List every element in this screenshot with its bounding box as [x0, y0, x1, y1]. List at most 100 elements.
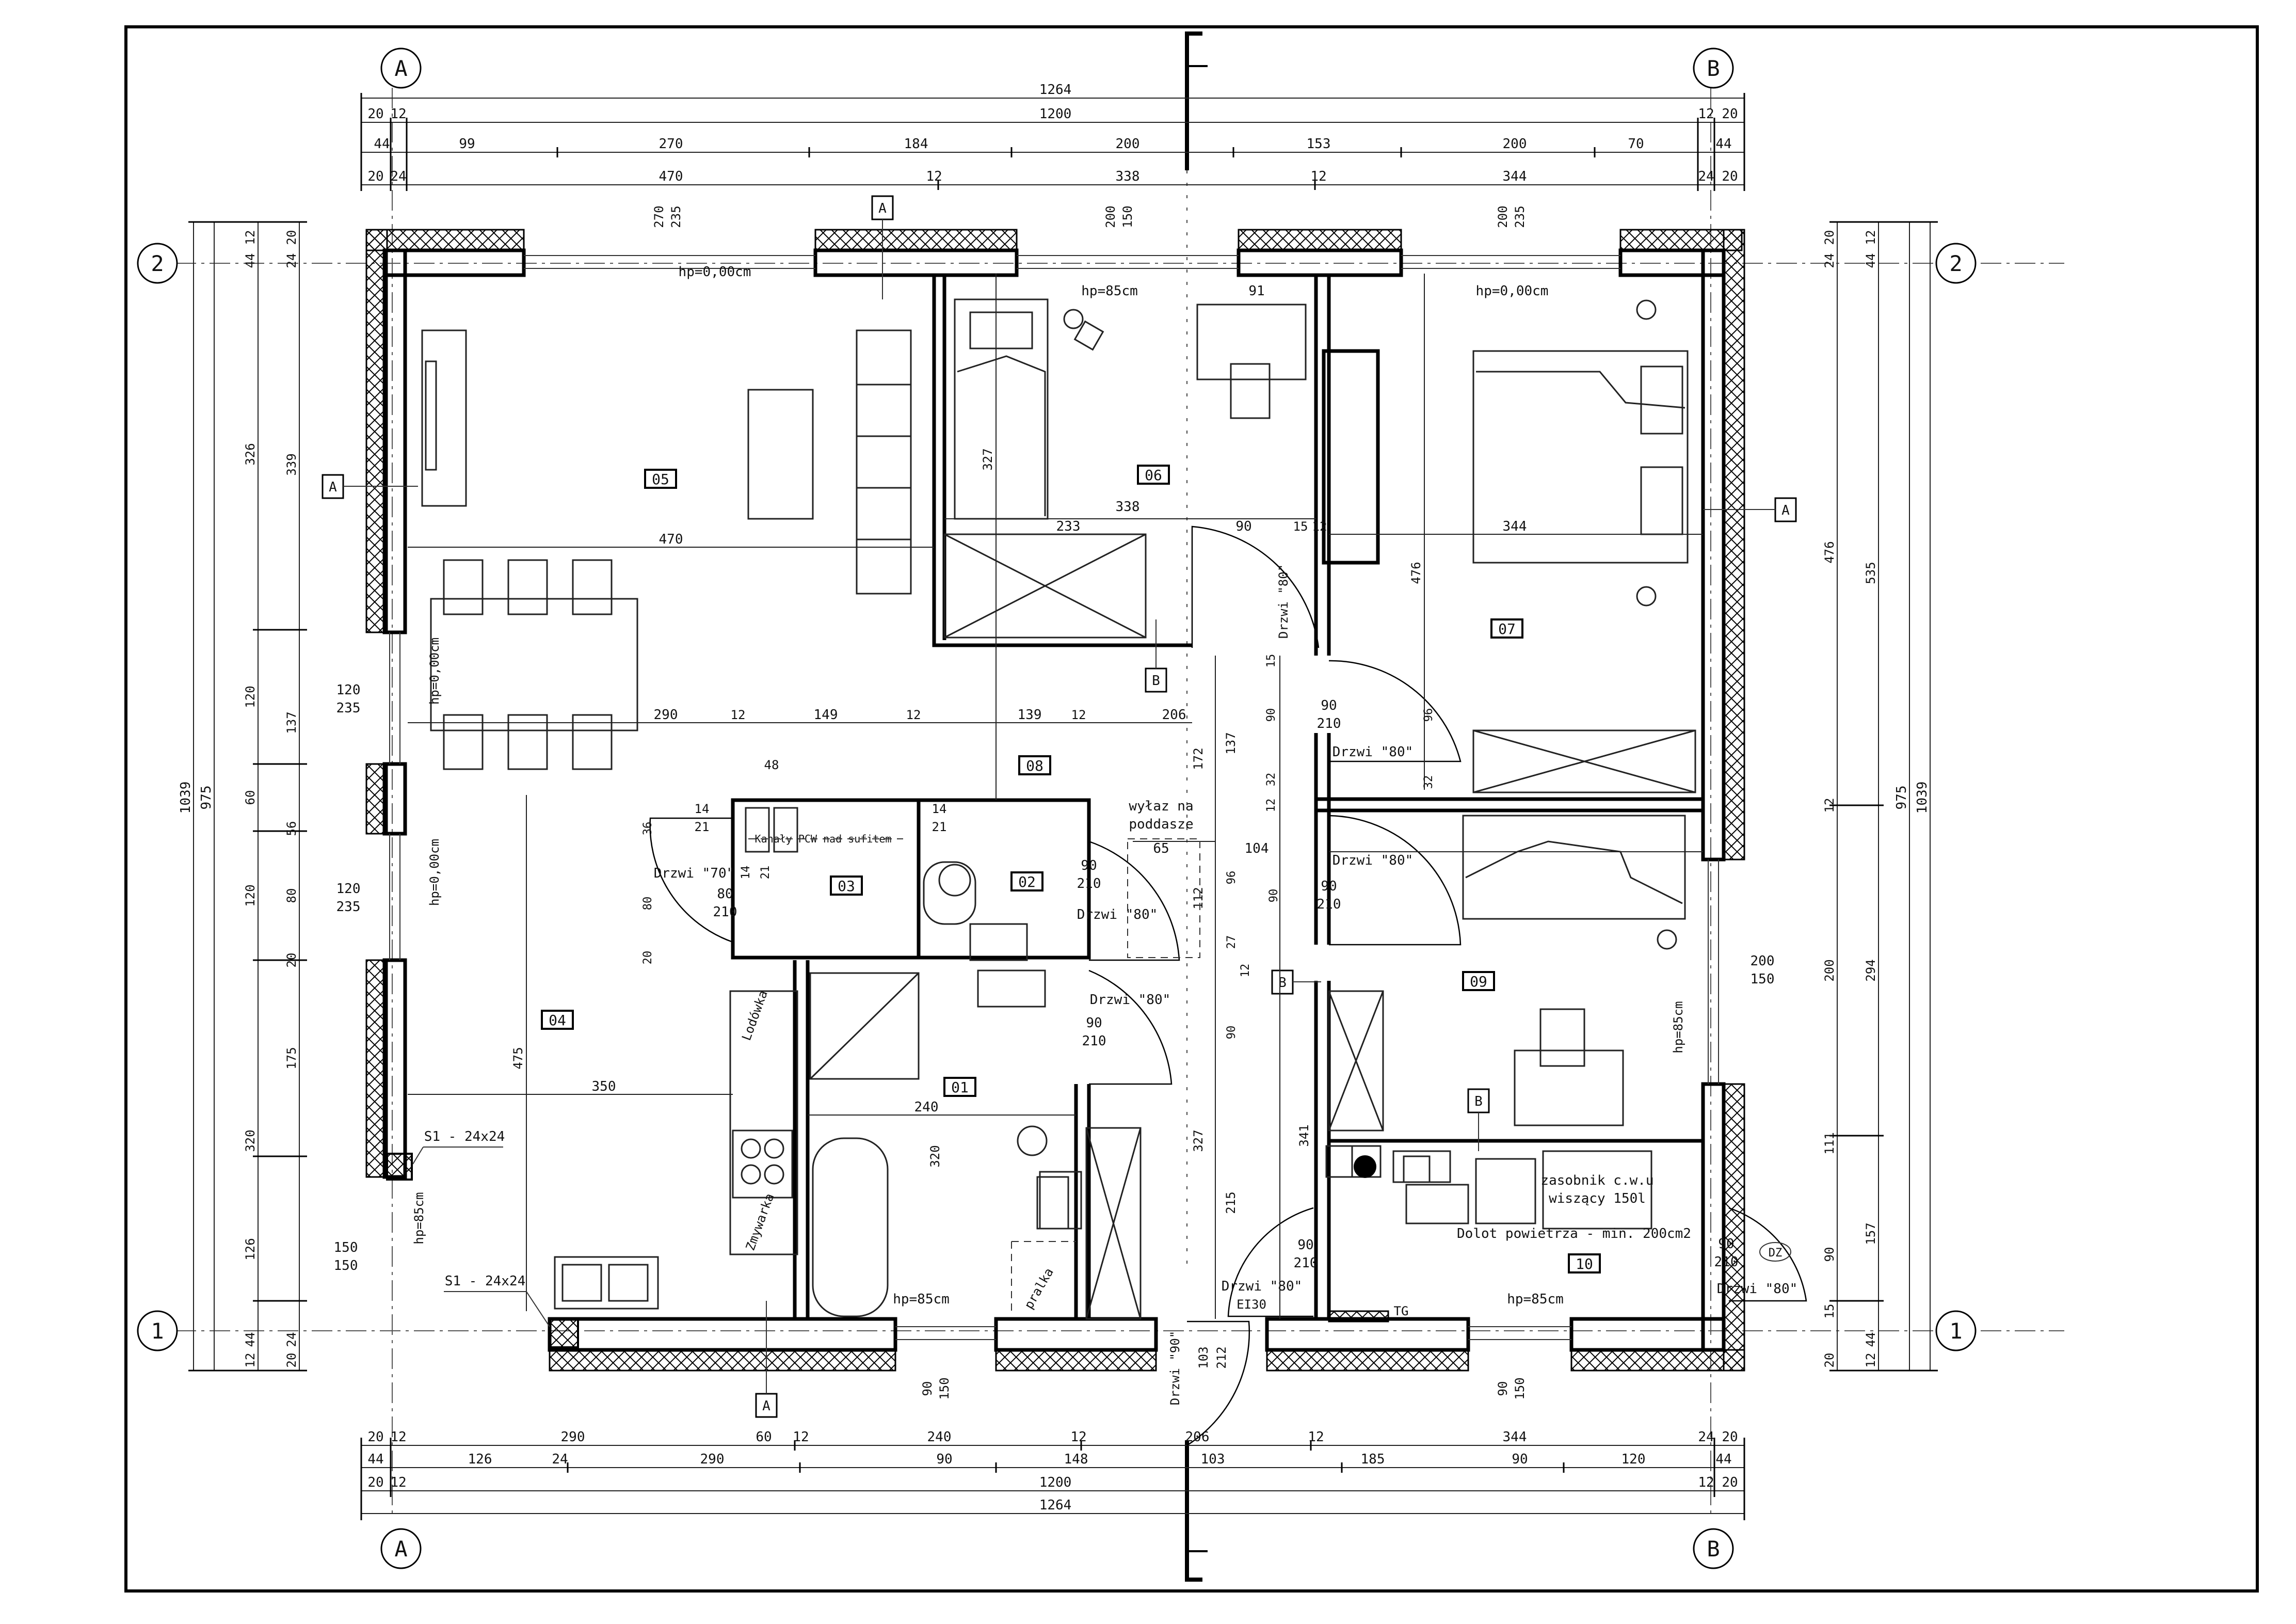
- dim-text: 90: [1512, 1452, 1528, 1467]
- dim-text: 24: [552, 1452, 568, 1467]
- dim-text: 20: [1822, 230, 1837, 245]
- dim-text: 80: [284, 888, 299, 903]
- interior-walls: [731, 274, 1703, 1319]
- section-letter: A: [1781, 503, 1790, 518]
- axis-label: 2: [151, 251, 164, 276]
- section-letter: A: [762, 1398, 770, 1414]
- dim-text: 320: [243, 1129, 258, 1152]
- section-tag-b: B: [1467, 1088, 1490, 1113]
- door-label: Drzwi "80": [1332, 744, 1414, 760]
- room-tag: 05: [644, 469, 677, 489]
- dim-text: 344: [1503, 519, 1527, 534]
- room-tag: 09: [1462, 971, 1495, 991]
- door-label: Drzwi "80": [1717, 1281, 1798, 1297]
- dim-text: 184: [904, 136, 928, 152]
- dim-text: 149: [814, 707, 838, 723]
- dim-text: 24: [1698, 1429, 1714, 1445]
- dim-text: 185: [1361, 1452, 1385, 1467]
- dim-text: 91: [1248, 283, 1264, 299]
- dim-text: 290: [700, 1452, 725, 1467]
- axis-label: A: [394, 56, 407, 81]
- window-height: 150: [937, 1377, 952, 1399]
- door-swings: [649, 526, 1807, 1446]
- dim-text: 20: [367, 169, 383, 184]
- dim-text: 12: [1312, 519, 1327, 534]
- door-width: 90: [1321, 698, 1337, 713]
- dim-text: 233: [1056, 519, 1081, 534]
- dim-text: 90: [1267, 889, 1280, 903]
- gas-label: TG: [1394, 1304, 1409, 1318]
- dim-text: 32: [1265, 773, 1278, 787]
- furniture-bedrooms: [943, 298, 1696, 1132]
- axis-label: 1: [1949, 1318, 1962, 1344]
- door-height: 210: [1317, 716, 1341, 731]
- room-number: 02: [1018, 873, 1036, 890]
- dim-text: 476: [1409, 562, 1423, 584]
- dim-text: 111: [1822, 1132, 1837, 1154]
- dim-text: 20: [1722, 1429, 1738, 1445]
- inner-dimension-lines: 470 338 233 90 15 12 344 476 327 290 12 …: [408, 274, 1703, 1369]
- dim-text: 48: [764, 758, 779, 772]
- dim-text: 60: [756, 1429, 772, 1445]
- dim-text: 215: [1224, 1191, 1238, 1214]
- section-cut-line: [1185, 31, 1208, 1582]
- dim-text: 344: [1503, 1429, 1527, 1445]
- dim-text: 60: [243, 790, 258, 805]
- dim-text: 24: [390, 169, 406, 184]
- dim-text: 12: [390, 106, 406, 122]
- dim-text: 240: [927, 1429, 952, 1445]
- fire-rating-label: EI30: [1237, 1297, 1266, 1312]
- dim-text: 475: [511, 1047, 525, 1069]
- section-letter: B: [1278, 975, 1287, 991]
- dim-text: 1264: [1039, 82, 1072, 98]
- dim-text: 206: [1162, 707, 1186, 723]
- room-number: 01: [951, 1079, 969, 1096]
- sill-height: hp=0,00cm: [427, 839, 442, 906]
- dim-text: 90: [1265, 708, 1278, 722]
- room-number: 08: [1026, 757, 1043, 774]
- dim-text: 24: [284, 253, 299, 268]
- dim-text: 12: [1864, 230, 1878, 245]
- door-label: Drzwi "70": [654, 866, 735, 881]
- window-width: 200: [1751, 953, 1775, 969]
- axis-lines: [175, 88, 2064, 1518]
- window-width: 200: [1496, 205, 1510, 228]
- boiler-equipment: [1325, 1145, 1652, 1323]
- dim-text: 56: [284, 821, 299, 836]
- dim-text: 200: [1822, 959, 1837, 981]
- room-number: 04: [549, 1012, 566, 1029]
- dim-text: 137: [1224, 732, 1238, 754]
- dim-text: 20: [1722, 169, 1738, 184]
- dim-text: 1039: [1915, 782, 1930, 814]
- dim-text: 12: [1864, 1353, 1878, 1368]
- sill-labels: hp=0,00cm hp=85cm hp=0,00cm hp=0,00cm hp…: [412, 264, 1685, 1307]
- dimension-chain-left: 1039 975 12 44 326 120 60 120 320 126 44…: [178, 221, 307, 1372]
- dim-text: 44: [1715, 1452, 1731, 1467]
- dimension-chain-bottom: 20 12 290 60 12 240 12 206 12 344 24 20 …: [360, 1429, 1745, 1520]
- air-inlet-note: Dolot powietrza - min. 200cm2: [1457, 1226, 1691, 1241]
- drawing-frame: [124, 25, 2259, 1593]
- window-width: 120: [336, 881, 361, 897]
- door-height: 210: [1317, 897, 1341, 912]
- sill-height: hp=0,00cm: [427, 638, 442, 705]
- section-tag-a: A: [322, 474, 344, 499]
- dim-text: 290: [561, 1429, 585, 1445]
- dim-text: 139: [1018, 707, 1042, 723]
- window-height: 150: [1513, 1377, 1527, 1399]
- dim-text: 12: [390, 1429, 406, 1445]
- dim-text: 20: [284, 953, 299, 968]
- room-tag: 06: [1137, 465, 1170, 485]
- dim-text: 153: [1307, 136, 1331, 152]
- dim-text: 96: [1422, 708, 1435, 722]
- dim-text: 157: [1864, 1222, 1878, 1245]
- dim-text: 24: [284, 1332, 299, 1347]
- dim-text: 339: [284, 453, 299, 475]
- dim-text: 200: [1503, 136, 1527, 152]
- room-number: 03: [838, 878, 855, 895]
- section-letter: B: [1474, 1094, 1483, 1109]
- door-label: Drzwi "80": [1090, 992, 1171, 1008]
- dim-text: 90: [1235, 519, 1251, 534]
- dim-text: 24: [1822, 253, 1837, 268]
- dim-text: 326: [243, 443, 258, 465]
